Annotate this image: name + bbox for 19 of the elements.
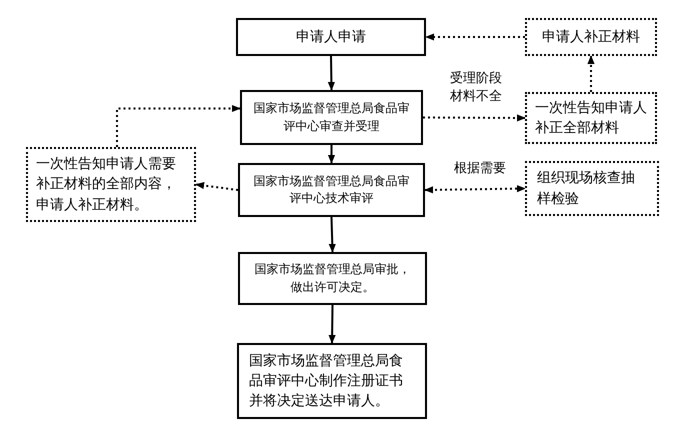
arrow: [587, 55, 595, 92]
arrow: [424, 185, 526, 194]
arrow: [328, 304, 336, 344]
arrow: [425, 33, 525, 41]
arrow: [423, 114, 526, 122]
process-box: 国家市场监督管理总局食品审评中心审查并受理: [240, 90, 423, 145]
arrow: [328, 56, 335, 91]
process-box: 国家市场监督管理总局食品审评中心技术审评: [238, 163, 425, 217]
process-box: 申请人申请: [236, 18, 426, 56]
note-box: 组织现场核查抽样检验: [525, 161, 659, 216]
note-box: 一次性告知申请人补正全部材料: [525, 92, 657, 144]
note-box: 一次性告知申请人需要补正材料的全部内容，申请人补正材料。: [26, 147, 196, 222]
arrow: [195, 182, 238, 191]
process-box: 国家市场监督管理总局食品审评中心制作注册证书并将决定送达申请人。: [237, 343, 427, 419]
arrow: [116, 104, 241, 147]
note-box: 申请人补正材料: [525, 18, 657, 56]
process-box: 国家市场监督管理总局审批，做出许可决定。: [238, 252, 427, 305]
arrow: [328, 216, 336, 253]
arrow: [328, 145, 336, 164]
